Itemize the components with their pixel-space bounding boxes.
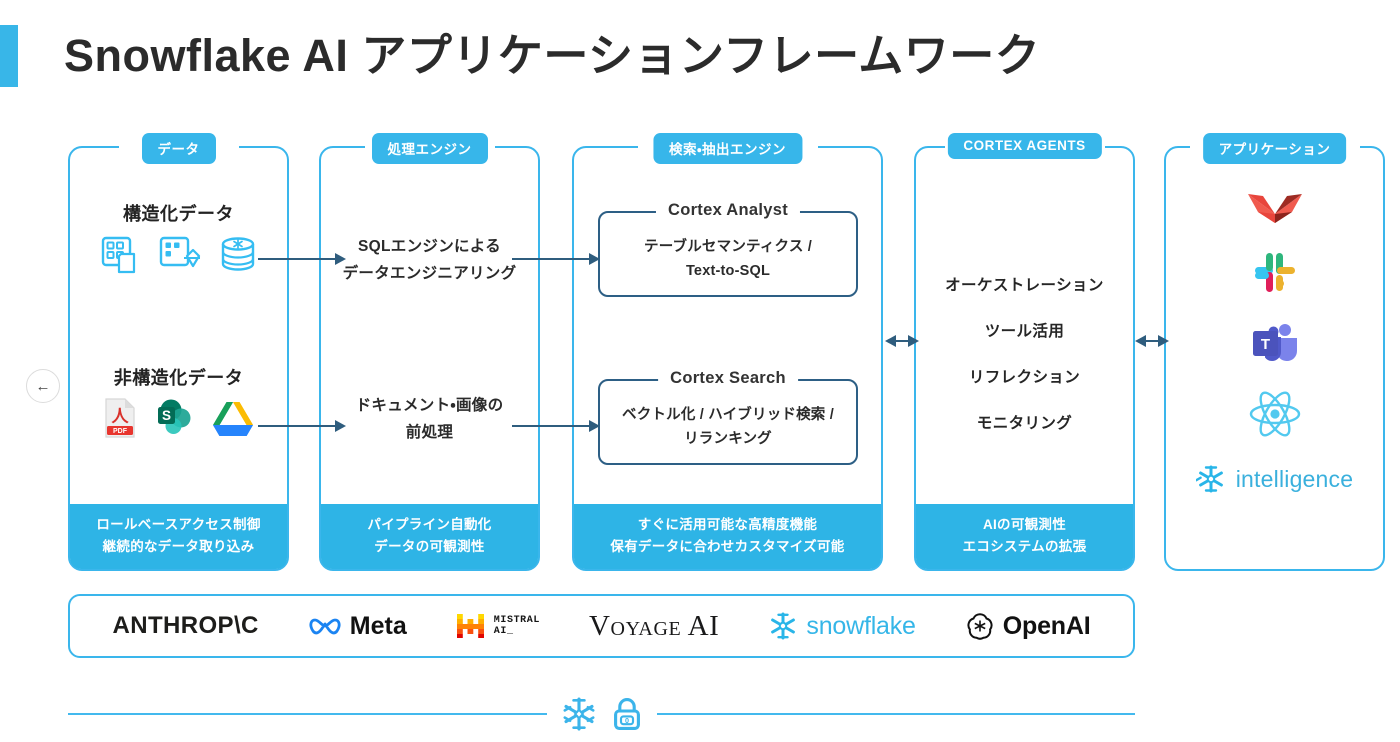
agent-item: オーケストレーション [945, 277, 1104, 294]
bottom-divider: 0 [68, 694, 1135, 734]
text-line: 前処理 [405, 424, 454, 441]
panel-tab-processing: 処理エンジン [371, 133, 488, 164]
dbt-icon [1247, 194, 1302, 223]
arrow-left-icon: ← [35, 377, 51, 395]
microsoft-teams-icon: T [1252, 324, 1297, 361]
panel-footer-retrieval: すぐに活用可能な高精度機能 保有データに合わせカスタマイズ可能 [574, 504, 881, 569]
text-line: データエンジニアリング [342, 265, 517, 282]
snowflake-glyph-icon [1195, 465, 1223, 493]
structured-data-icons [70, 236, 287, 274]
openai-label: OpenAI [1002, 611, 1091, 640]
lock-icon: 0 [613, 698, 640, 730]
snowflake-icon [563, 697, 594, 731]
text-line: リランキング [684, 430, 772, 447]
svg-text:S: S [161, 408, 170, 423]
cortex-agents-list: オーケストレーション ツール活用 リフレクション モニタリング [916, 273, 1133, 457]
svg-text:T: T [1260, 336, 1269, 353]
meta-logo: Meta [308, 612, 407, 641]
mistral-label: MISTRAL AI_ [493, 615, 540, 637]
footer-line: ロールベースアクセス制御 [96, 517, 261, 532]
agent-item: リフレクション [968, 369, 1081, 386]
footer-line: パイプライン自動化 [367, 517, 492, 532]
mistral-glyph-icon [456, 614, 484, 638]
arrow-data-to-processing-unstructured [258, 420, 346, 432]
google-drive-icon [212, 402, 253, 436]
footer-line: 継続的なデータ取り込み [102, 539, 255, 554]
intelligence-label: intelligence [1235, 465, 1354, 492]
snowflake-intelligence-icon: intelligence [1195, 464, 1354, 494]
title-accent-bar [0, 25, 18, 87]
text-line: ドキュメント・画像の [355, 397, 504, 414]
table-data-icon [101, 236, 135, 274]
back-button[interactable]: ← [26, 369, 60, 403]
table-transform-icon [159, 236, 200, 268]
arrow-retrieval-agents-bidirectional [881, 334, 923, 348]
agent-item: ツール活用 [984, 323, 1065, 340]
cortex-analyst-box: Cortex Analyst テーブルセマンティクス / Text-to-SQL [598, 201, 858, 297]
panel-tab-applications: アプリケーション [1202, 133, 1347, 164]
openai-glyph-icon [967, 613, 993, 640]
application-logos: T [1166, 184, 1383, 494]
agent-item: モニタリング [976, 415, 1073, 432]
text-line: Text-to-SQL [685, 262, 771, 279]
pdf-icon: 人 PDF [104, 398, 135, 438]
cortex-analyst-body: テーブルセマンティクス / Text-to-SQL [608, 235, 848, 283]
panel-footer-processing: パイプライン自動化 データの可観測性 [321, 504, 538, 569]
arrow-processing-to-analyst [512, 253, 600, 265]
snowflake-logo: snowflake [768, 611, 916, 641]
footer-line: すぐに活用可能な高精度機能 [637, 517, 818, 532]
database-snowflake-icon [221, 237, 254, 271]
slack-icon [1254, 253, 1295, 292]
voyage-ai-logo: Voyage AI [589, 610, 719, 643]
divider-line-left [68, 713, 547, 715]
text-line: テーブルセマンティクス / [644, 238, 812, 255]
footer-line: データの可観測性 [374, 539, 485, 554]
panel-processing: 処理エンジン SQLエンジンによる データエンジニアリング ドキュメント・画像の… [319, 133, 540, 571]
cortex-search-box: Cortex Search ベクトル化 / ハイブリッド検索 / リランキング [598, 369, 858, 465]
panel-footer-data: ロールベースアクセス制御 継続的なデータ取り込み [70, 504, 287, 569]
panel-data: データ 構造化データ [68, 133, 289, 571]
anthropic-logo: ANTHROP\C [113, 612, 259, 640]
arrow-processing-to-search [512, 420, 600, 432]
react-icon [1249, 391, 1300, 437]
cortex-search-title: Cortex Search [658, 369, 798, 388]
panel-tab-data: データ [141, 133, 216, 164]
arrow-data-to-processing-structured [258, 253, 346, 265]
group-label-structured: 構造化データ [123, 204, 234, 224]
anthropic-label: ANTHROP\C [112, 612, 259, 639]
svg-text:PDF: PDF [113, 428, 128, 435]
meta-label: Meta [349, 611, 407, 640]
svg-text:人: 人 [110, 407, 129, 426]
panel-applications: アプリケーション [1164, 133, 1385, 571]
panel-tab-retrieval: 検索・抽出エンジン [652, 133, 803, 164]
voyage-label: Voyage AI [589, 609, 720, 642]
snowflake-label: snowflake [806, 611, 916, 640]
meta-infinity-icon [309, 618, 341, 635]
arrow-agents-applications-bidirectional [1131, 334, 1173, 348]
panel-cortex-agents: CORTEX AGENTS オーケストレーション ツール活用 リフレクション モ… [914, 133, 1135, 571]
panel-footer-cortex-agents: AIの可観測性 エコシステムの拡張 [916, 504, 1133, 569]
panel-tab-cortex-agents: CORTEX AGENTS [947, 133, 1102, 159]
sharepoint-icon: S [157, 399, 190, 434]
unstructured-data-icons: 人 PDF S [70, 398, 287, 438]
group-label-unstructured: 非構造化データ [113, 368, 244, 388]
text-line: SQLエンジンによる [358, 238, 501, 255]
divider-line-right [656, 713, 1135, 715]
processing-text-sql: SQLエンジンによる データエンジニアリング [321, 233, 538, 287]
svg-text:0: 0 [625, 716, 629, 725]
cortex-search-body: ベクトル化 / ハイブリッド検索 / リランキング [608, 403, 848, 451]
text-line: ベクトル化 / ハイブリッド検索 / [622, 406, 834, 423]
footer-line: AIの可観測性 [982, 517, 1067, 532]
cortex-analyst-title: Cortex Analyst [655, 201, 801, 220]
partner-logo-bar: ANTHROP\C Meta MISTRAL AI_ [68, 594, 1135, 658]
processing-text-doc: ドキュメント・画像の 前処理 [321, 392, 538, 446]
openai-logo: OpenAI [965, 611, 1091, 641]
mistral-ai-logo: MISTRAL AI_ [456, 613, 540, 639]
page-title: Snowflake AI アプリケーションフレームワーク [64, 30, 1041, 81]
snowflake-glyph-icon [771, 612, 796, 640]
footer-line: 保有データに合わせカスタマイズ可能 [610, 539, 845, 554]
footer-line: エコシステムの拡張 [962, 539, 1087, 554]
